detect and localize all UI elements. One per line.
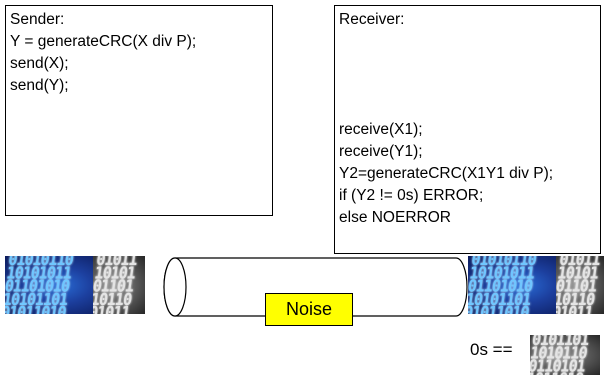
zeros-data-image: 0101101 1010110 0110101 1011010 — [530, 335, 600, 375]
receiver-line-if-error: if (Y2 != 0s) ERROR; — [339, 187, 484, 204]
receiver-data-crc-image: 01011 10101 01101 10110 01011 — [556, 256, 604, 314]
sender-box: Sender: Y = generateCRC(X div P); send(X… — [5, 5, 273, 216]
sender-line-crc: Y = generateCRC(X div P); — [10, 33, 197, 50]
sender-data-crc-image: 01011 10101 01101 10110 01011 — [93, 256, 145, 314]
sender-data-x-image: 01010110 10101011 01101010 10101101 0101… — [5, 256, 93, 314]
zeros-equals-label: 0s == — [470, 340, 513, 359]
channel-pipe-icon — [163, 257, 468, 317]
sender-title: Sender: — [10, 11, 65, 28]
receiver-data-x1-image: 01010110 10101011 01101010 10101101 0101… — [468, 256, 556, 314]
receiver-line-receive-x1: receive(X1); — [339, 121, 423, 138]
receiver-line-receive-y1: receive(Y1); — [339, 143, 423, 160]
receiver-box: Receiver: receive(X1); receive(Y1); Y2=g… — [334, 5, 601, 254]
receiver-line-else: else NOERROR — [339, 209, 451, 226]
sender-line-send-y: send(Y); — [10, 77, 69, 94]
receiver-line-crc: Y2=generateCRC(X1Y1 div P); — [339, 165, 554, 182]
sender-line-send-x: send(X); — [10, 55, 69, 72]
noise-label: Noise — [265, 293, 353, 326]
receiver-title: Receiver: — [339, 11, 405, 28]
